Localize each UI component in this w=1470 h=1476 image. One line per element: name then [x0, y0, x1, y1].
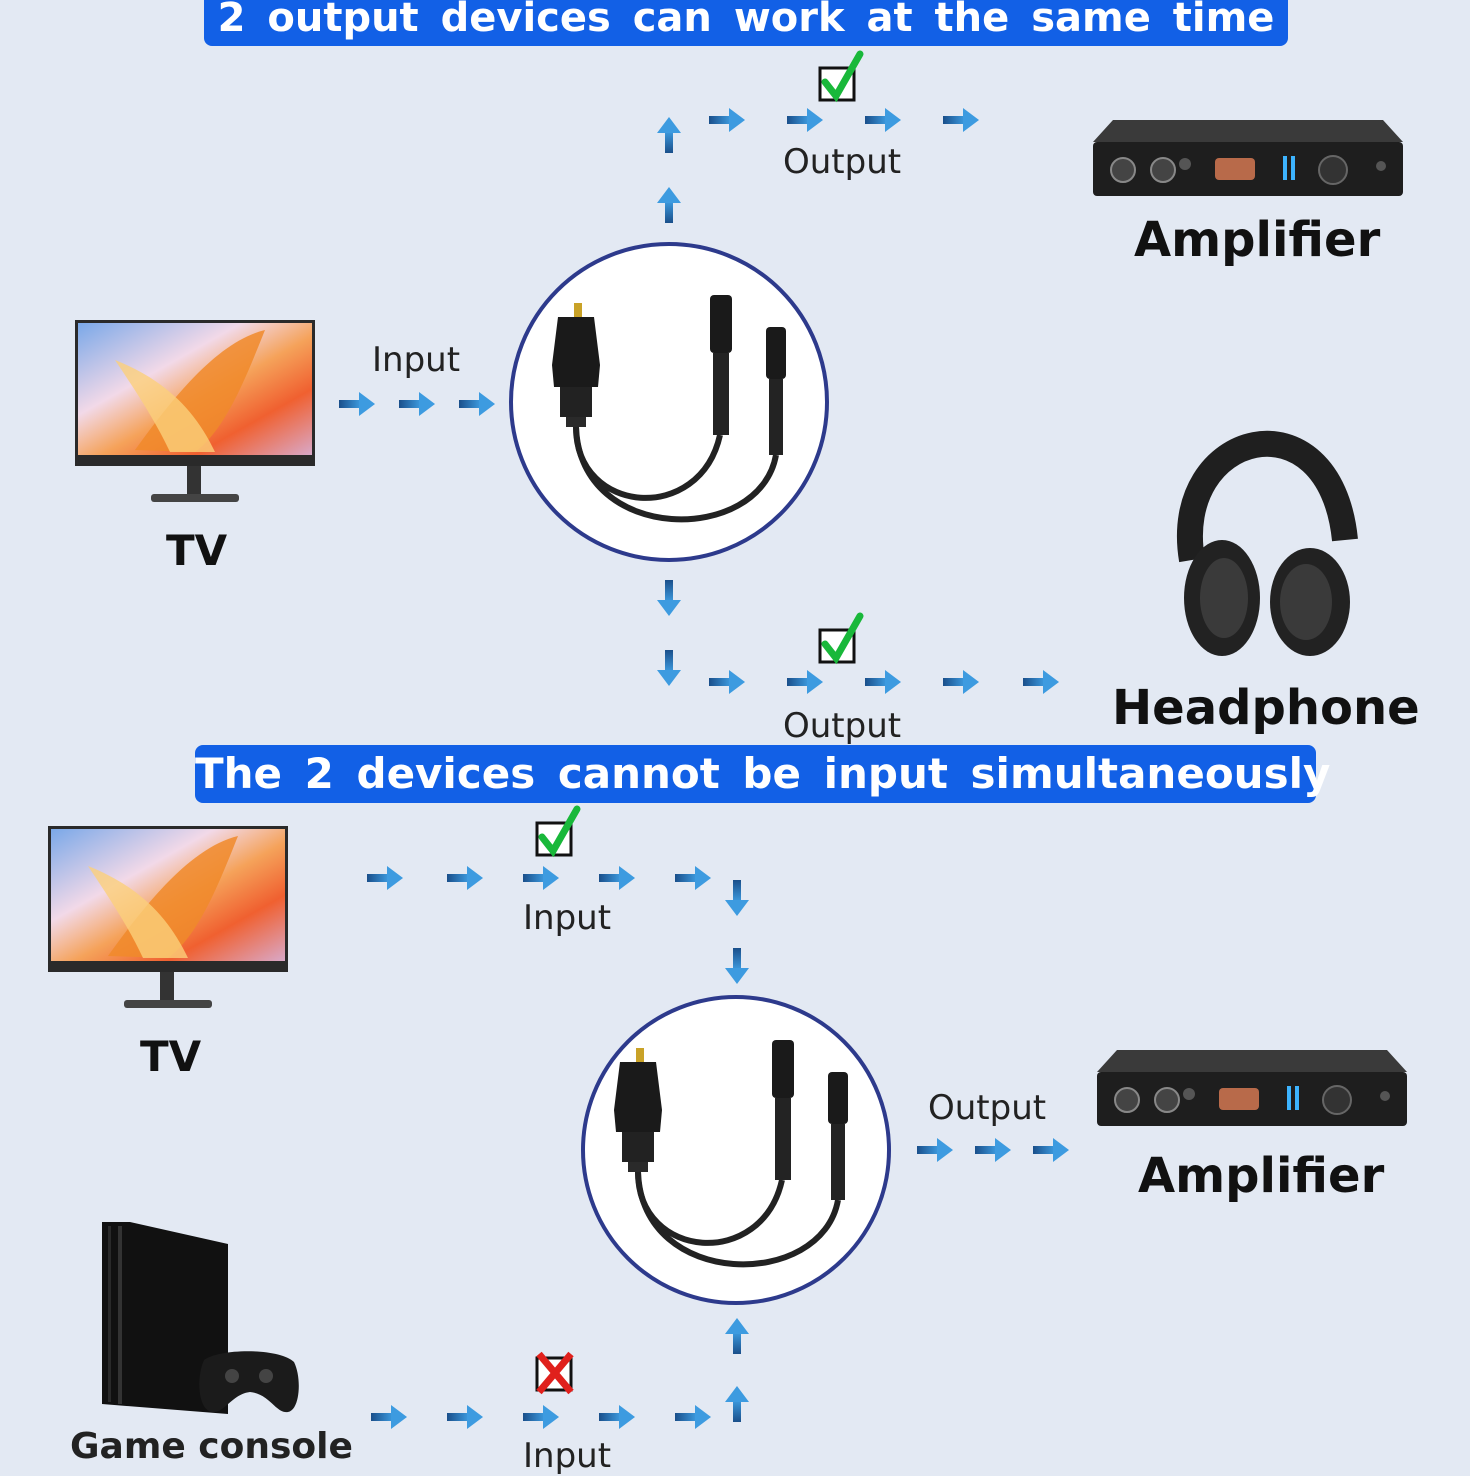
amplifier-label-bottom: Amplifier — [1138, 1148, 1385, 1204]
output-label-top: Output — [783, 142, 902, 182]
output-label-middle: Output — [783, 706, 902, 746]
output-arrows-top — [709, 108, 979, 132]
amplifier-bottom-illustration — [1096, 1049, 1408, 1127]
up-arrows-bottom — [725, 1318, 749, 1422]
amplifier-top-illustration — [1092, 119, 1404, 197]
bottom-banner: The 2 devices cannot be input simultaneo… — [195, 745, 1330, 803]
check-icon — [820, 54, 860, 100]
headphone-label: Headphone — [1112, 680, 1420, 736]
input-arrows-bottom-top — [367, 866, 711, 890]
tv-label-top: TV — [166, 526, 228, 575]
input-arrows-top — [339, 392, 495, 416]
tv-label-bottom: TV — [140, 1032, 202, 1081]
tv-bottom-illustration — [48, 826, 288, 1008]
splitter-circle-top — [509, 242, 829, 562]
input-arrows-bottom-bottom — [371, 1405, 711, 1429]
down-arrows-top — [657, 580, 681, 686]
cross-icon — [537, 1354, 571, 1392]
check-icon — [820, 616, 860, 662]
game-console-label: Game console — [70, 1426, 353, 1467]
headphone-illustration — [1177, 430, 1358, 656]
output-arrows-bottom — [709, 670, 1059, 694]
down-arrows-bottom — [725, 880, 749, 984]
input-label-top: Input — [372, 340, 461, 380]
amplifier-label-top: Amplifier — [1134, 212, 1381, 268]
top-banner: 2 output devices can work at the same ti… — [204, 0, 1288, 46]
check-icon — [537, 809, 577, 855]
output-arrows-bottom-section — [917, 1138, 1069, 1162]
tv-top-illustration — [75, 320, 315, 502]
game-console-illustration — [102, 1222, 299, 1414]
input-label-bottom-bottom: Input — [523, 1436, 612, 1476]
splitter-circle-bottom — [581, 995, 891, 1305]
input-label-bottom-top: Input — [523, 898, 612, 938]
up-arrows-top — [657, 117, 681, 223]
output-label-bottom: Output — [928, 1088, 1047, 1128]
